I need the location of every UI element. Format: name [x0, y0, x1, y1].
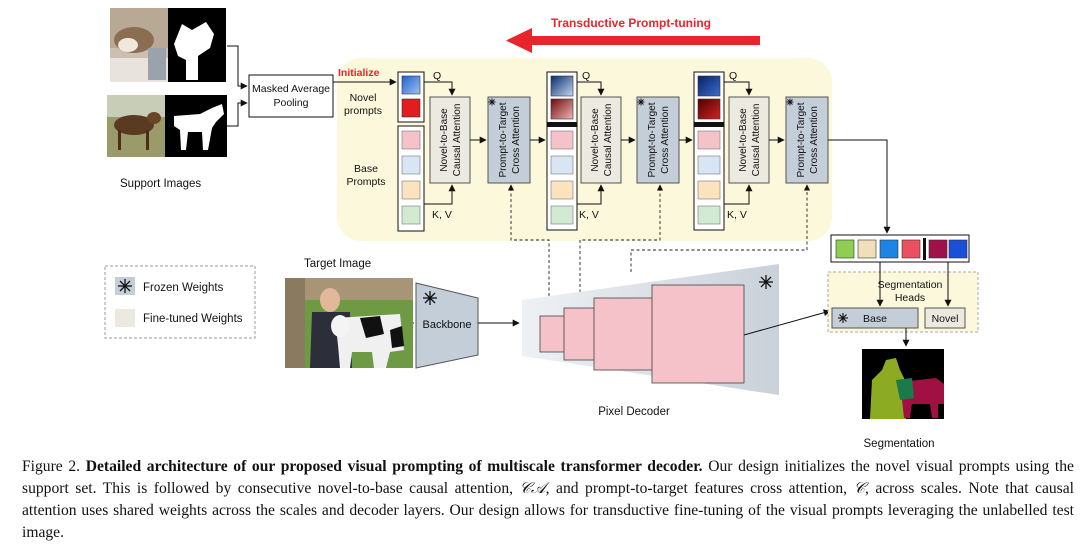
snowflake-icon [118, 279, 132, 293]
snowflake-icon [488, 98, 496, 106]
causal-attn-label-1: Novel-to-Base [439, 108, 450, 172]
feature-map-4 [651, 284, 745, 384]
causal-attn-label-2: Causal Attention [452, 104, 463, 177]
causal-attn-label-1: Novel-to-Base [590, 108, 601, 172]
initialize-label: Initialize [338, 67, 380, 79]
caption-c-symbol: 𝒞 [853, 480, 865, 497]
caption-ca-symbol: 𝒞𝒜 [519, 480, 546, 497]
q-label: Q [433, 70, 441, 82]
target-image-label: Target Image [304, 258, 371, 270]
backbone-label: Backbone [423, 319, 472, 331]
seg-head-base-box [831, 307, 919, 329]
snowflake-icon [423, 291, 437, 305]
masked-avg-pooling-label-1: Masked Average [252, 83, 330, 95]
seg-head-base-label: Base [863, 313, 887, 325]
cross-attn-label-1: Prompt-to-Target [647, 102, 658, 177]
feature-map-1 [539, 315, 567, 353]
prompt-column-1 [397, 71, 425, 232]
cross-attn-label-2: Cross Attention [511, 106, 522, 174]
kv-label: K, V [727, 209, 747, 221]
caption-text-1: Our design initializes the novel visual … [22, 458, 1074, 497]
support-image-cow [107, 95, 165, 157]
prompt-column-2 [546, 71, 578, 231]
support-image-cat [110, 8, 168, 82]
kv-label: K, V [432, 209, 452, 221]
seg-prompt-row [830, 234, 970, 263]
causal-attention-block-2 [580, 96, 622, 184]
feature-map-3 [593, 297, 655, 371]
base-prompts-label-2: Prompts [346, 176, 385, 188]
caption-text-2: , and prompt-to-target features cross at… [545, 480, 848, 497]
figure-caption: Figure 2. Detailed architecture of our p… [22, 456, 1074, 544]
causal-attn-label-2: Causal Attention [603, 104, 614, 177]
cross-attention-block-2 [636, 96, 680, 184]
segmentation-label: Segmentation [864, 438, 935, 450]
novel-prompts-label-1: Novel [350, 92, 377, 104]
base-prompts-label-1: Base [354, 163, 378, 175]
legend-frozen-label: Frozen Weights [143, 282, 224, 294]
support-mask-cow [165, 95, 227, 157]
caption-text-3: , across scales. Note that causal attent… [22, 480, 1074, 541]
cross-attention-block-3 [785, 96, 829, 184]
snowflake-icon [786, 98, 794, 106]
feature-map-2 [563, 307, 597, 361]
cross-attn-label-2: Cross Attention [660, 106, 671, 174]
snowflake-icon [838, 313, 848, 323]
seg-head-novel-label: Novel [932, 313, 959, 325]
target-image [285, 278, 413, 368]
seg-heads-label-1: Segmentation [878, 279, 943, 291]
q-label: Q [582, 70, 590, 82]
causal-attention-block-3 [728, 96, 770, 184]
legend-finetuned-label: Fine-tuned Weights [143, 313, 243, 325]
masked-avg-pooling-label-2: Pooling [273, 97, 308, 109]
caption-figure-label: Figure 2. [22, 458, 81, 475]
snowflake-icon [637, 98, 645, 106]
prompt-column-3 [693, 71, 725, 231]
novel-prompts-label-2: prompts [344, 105, 382, 117]
support-images-label: Support Images [120, 178, 201, 190]
transductive-arrow [506, 28, 760, 53]
caption-title: Detailed architecture of our proposed vi… [85, 458, 703, 475]
q-label: Q [729, 70, 737, 82]
segmentation-output [862, 349, 944, 419]
legend-finetuned-swatch [115, 309, 135, 327]
cross-attn-label-1: Prompt-to-Target [498, 102, 509, 177]
cross-attn-label-2: Cross Attention [809, 106, 820, 174]
cross-attn-label-1: Prompt-to-Target [796, 102, 807, 177]
causal-attention-block-1 [429, 96, 471, 184]
pixel-decoder-label: Pixel Decoder [598, 406, 670, 418]
legend-box [104, 265, 256, 339]
masked-avg-pooling-box [248, 74, 334, 118]
backbone-shape [415, 282, 479, 369]
transductive-label: Transductive Prompt-tuning [551, 16, 711, 30]
snowflake-icon [759, 275, 773, 289]
causal-attn-label-2: Causal Attention [751, 104, 762, 177]
seg-head-novel-box [924, 307, 966, 329]
support-mask-cat [168, 8, 226, 82]
seg-heads-label-2: Heads [895, 292, 925, 304]
cross-attention-block-1 [487, 96, 531, 184]
kv-label: K, V [579, 209, 599, 221]
causal-attn-label-1: Novel-to-Base [738, 108, 749, 172]
